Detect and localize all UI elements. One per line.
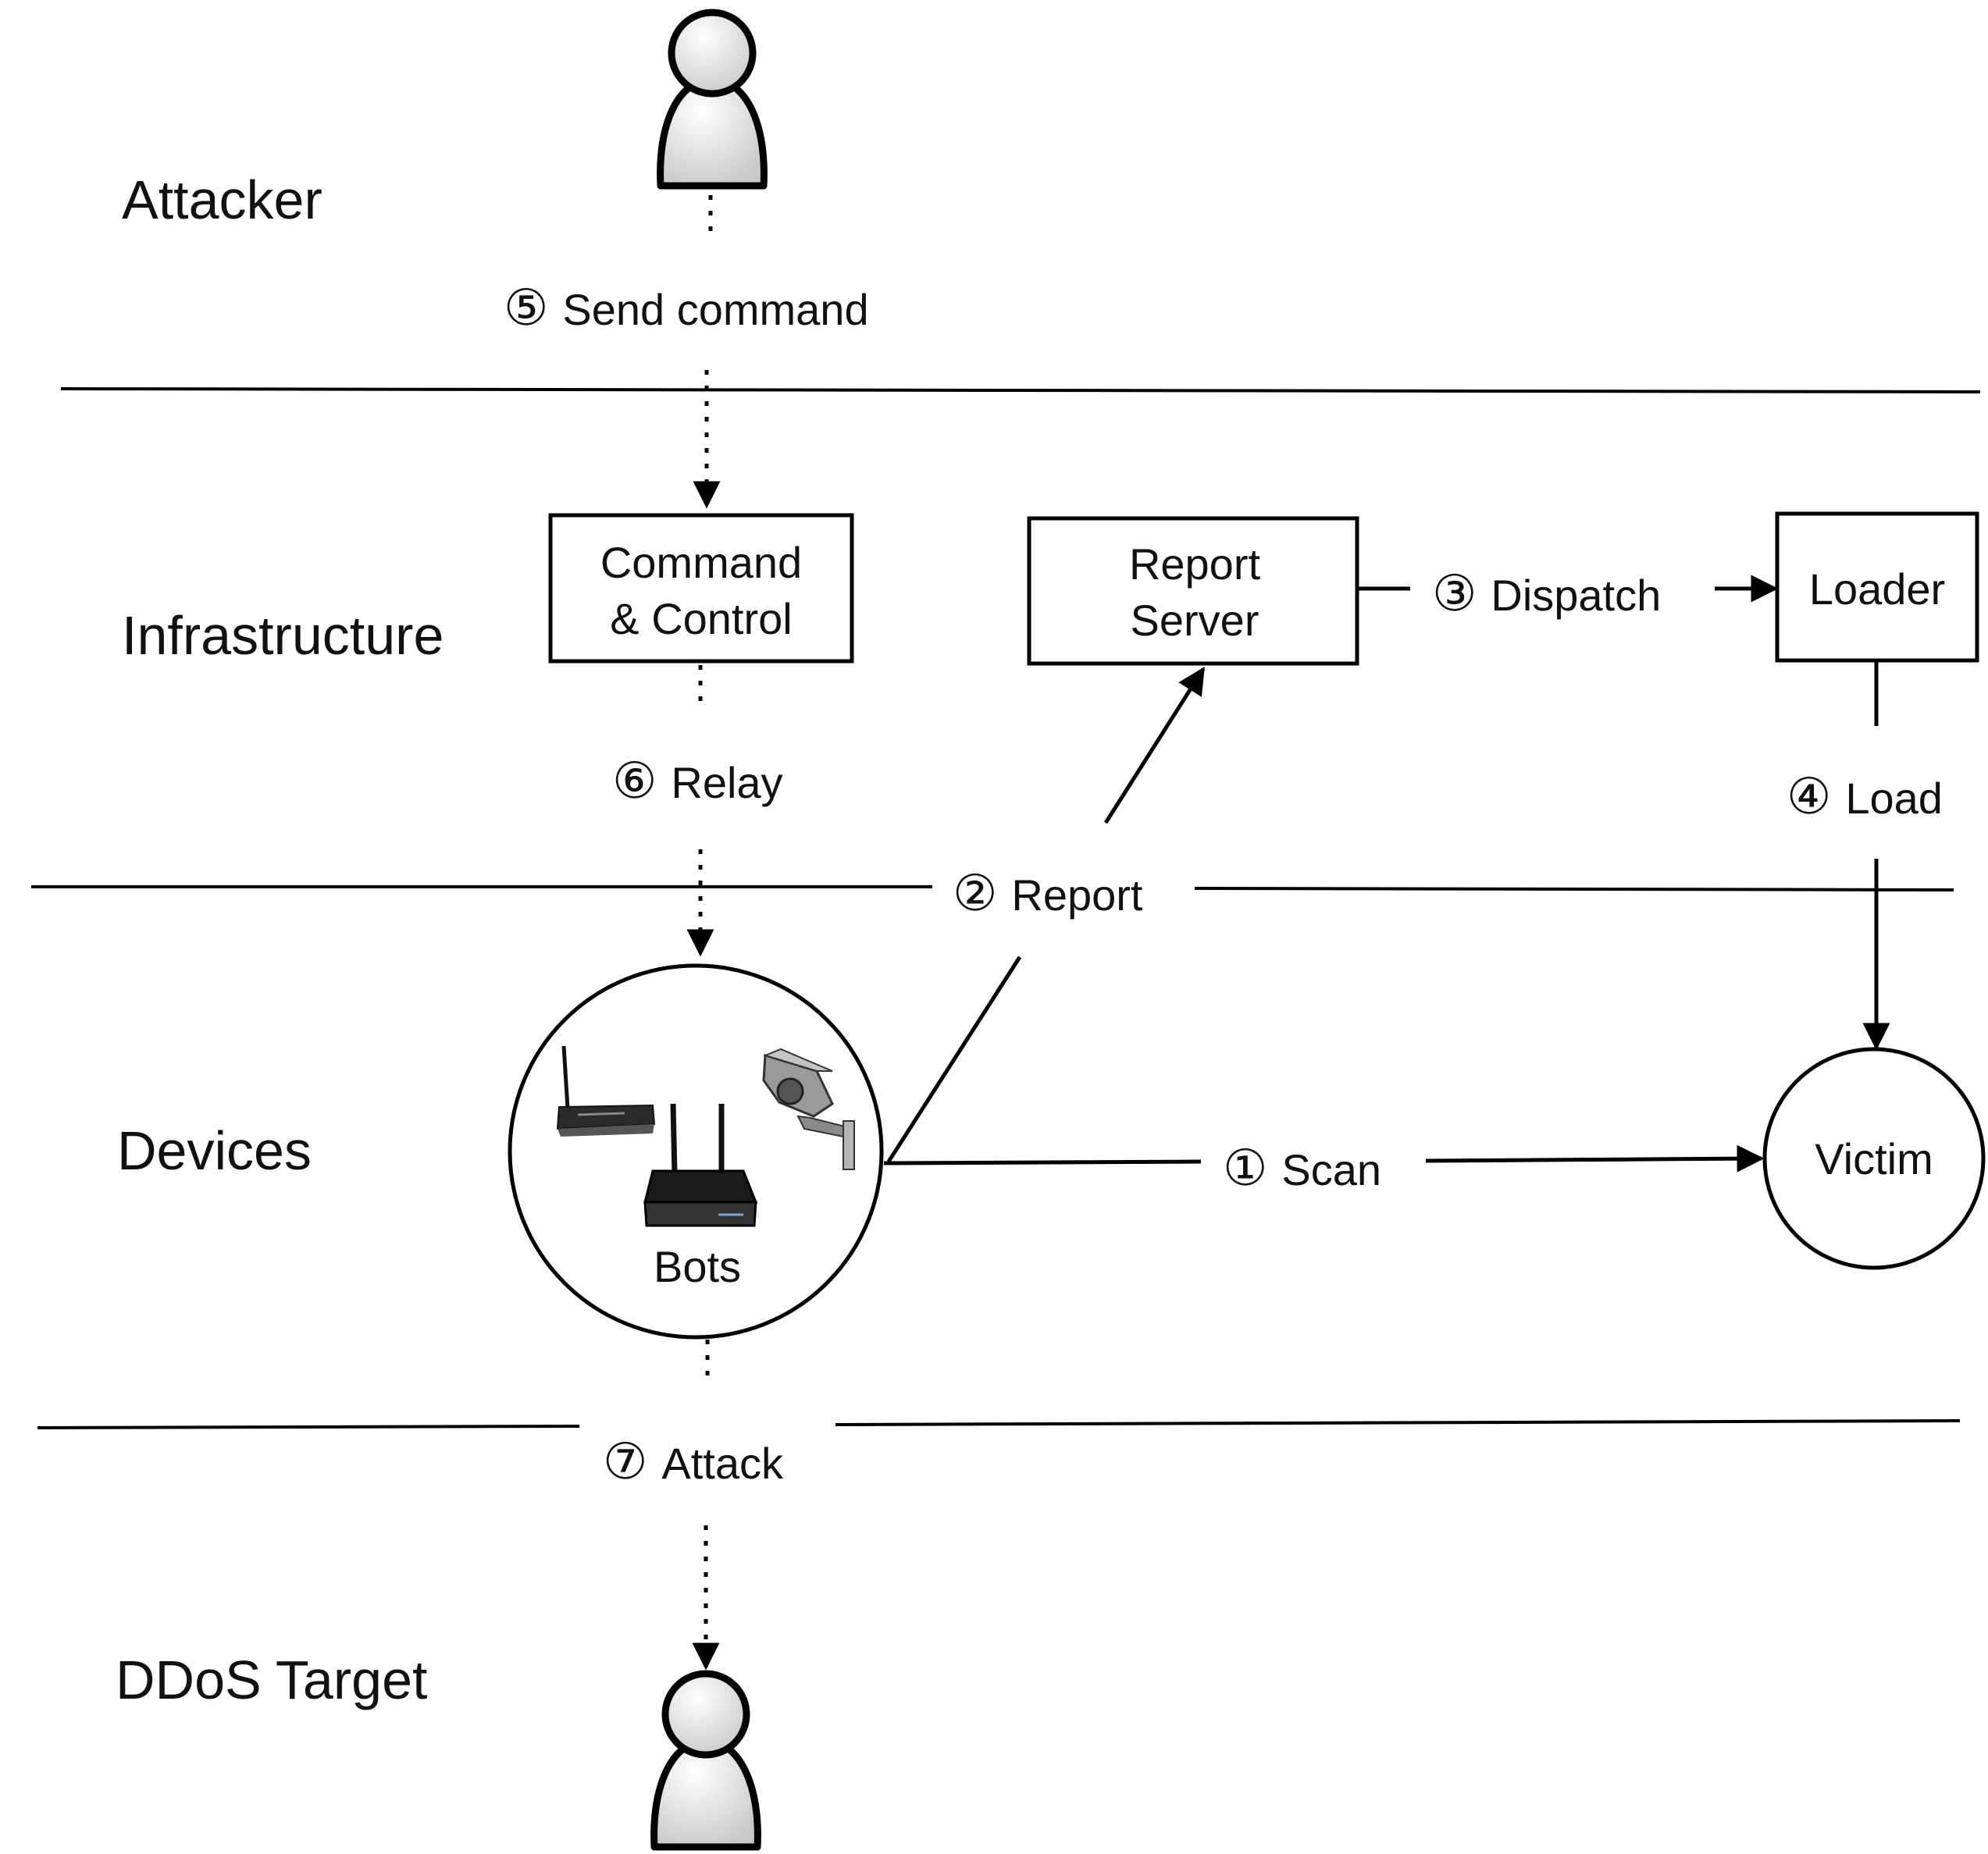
edge-scan-left	[883, 1159, 1202, 1165]
edge-report-label-group: ② Report	[953, 865, 1143, 923]
edge-scan-label: Scan	[1281, 1145, 1381, 1194]
report-server-box	[1027, 516, 1359, 666]
edge-send-label: Send command	[562, 285, 868, 334]
security-camera-icon	[762, 1048, 855, 1170]
separator-attacker-infrastructure	[60, 387, 1981, 393]
cnc-label-line1: Command	[600, 538, 802, 587]
separator-devices-target-left	[37, 1425, 580, 1429]
cnc-box	[548, 513, 854, 664]
separator-infrastructure-devices-right	[1194, 887, 1954, 891]
loader-node: Loader	[1775, 511, 1979, 663]
edge-attack-label: Attack	[661, 1439, 784, 1488]
bots-node: Bots	[508, 963, 884, 1340]
report-server-label-line1: Report	[1129, 539, 1261, 589]
edge-relay-label-group: ⑥ Relay	[612, 753, 783, 810]
edge-dispatch-label: Dispatch	[1491, 571, 1661, 620]
edge-scan-label-group: ① Scan	[1223, 1140, 1381, 1197]
victim-node: Victim	[1762, 1047, 1986, 1270]
edge-dispatch-number: ③	[1432, 565, 1477, 623]
victim-circle	[1762, 1047, 1986, 1270]
router-icon	[556, 1045, 656, 1137]
layer-label-ddos-target: DDoS Target	[116, 1649, 427, 1710]
wifi-router-icon	[643, 1103, 758, 1227]
edge-load-label-group: ④ Load	[1787, 768, 1943, 826]
edge-send-label-group: ⑤ Send command	[504, 279, 869, 337]
cnc-label-line2: & Control	[610, 594, 792, 643]
edge-report-upper	[1103, 667, 1206, 824]
cnc-node: Command & Control	[548, 513, 854, 664]
separator-devices-target-right	[835, 1419, 1961, 1426]
loader-label: Loader	[1809, 564, 1945, 614]
attacker-person-icon	[657, 9, 768, 190]
edge-relay-label: Relay	[671, 758, 782, 807]
edge-load-label: Load	[1845, 774, 1943, 823]
edge-dispatch-label-group: ③ Dispatch	[1432, 565, 1661, 623]
layer-label-attacker: Attacker	[122, 169, 322, 230]
layer-label-devices: Devices	[117, 1120, 312, 1181]
edge-scan-number: ①	[1223, 1140, 1267, 1197]
edge-report-label: Report	[1011, 870, 1143, 920]
edge-report-lower	[886, 955, 1022, 1163]
edge-send-number: ⑤	[504, 279, 548, 337]
edge-report-number: ②	[953, 865, 997, 923]
target-person-icon	[650, 1670, 761, 1851]
edge-scan-right	[1425, 1144, 1765, 1173]
edge-load-number: ④	[1787, 768, 1831, 826]
edge-attack-label-group: ⑦ Attack	[603, 1433, 784, 1491]
edge-attack-number: ⑦	[603, 1433, 647, 1491]
layer-label-infrastructure: Infrastructure	[122, 605, 444, 666]
report-server-node: Report Server	[1027, 516, 1359, 666]
victim-label: Victim	[1815, 1134, 1933, 1183]
bots-label: Bots	[654, 1242, 741, 1291]
edge-relay-number: ⑥	[612, 753, 657, 810]
report-server-label-line2: Server	[1131, 596, 1259, 645]
